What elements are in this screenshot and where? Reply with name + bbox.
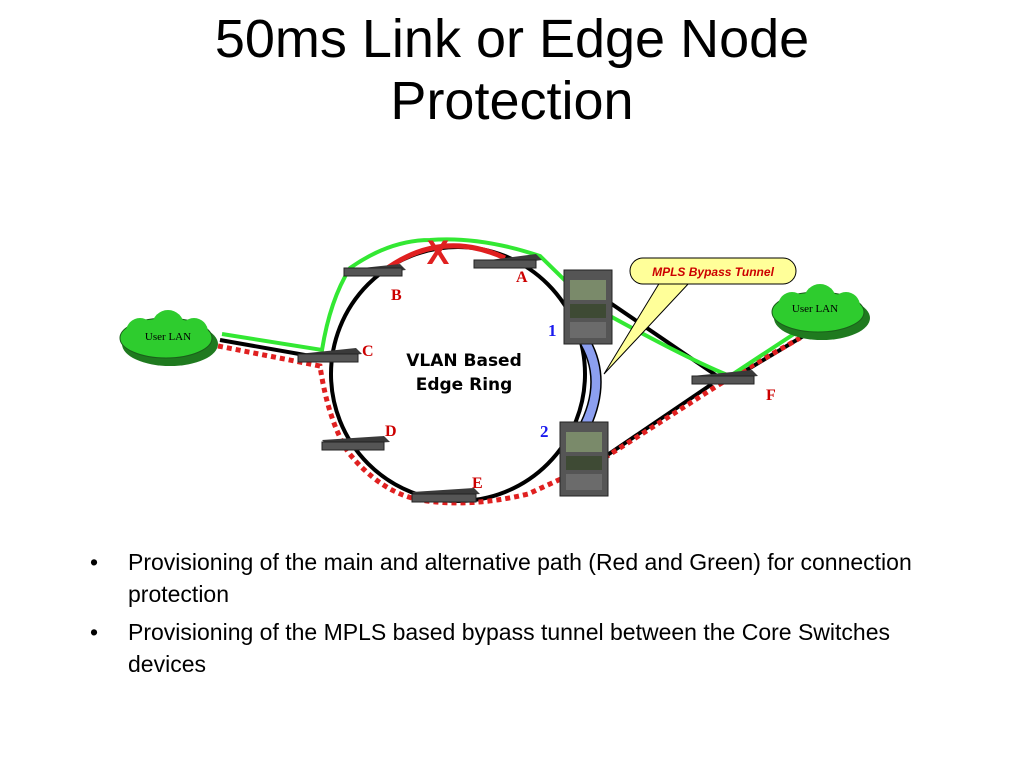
callout-text: MPLS Bypass Tunnel <box>652 265 774 279</box>
bullet-text-2: Provisioning of the MPLS based bypass tu… <box>128 619 890 677</box>
user-lan-cloud-left: User LAN <box>119 310 218 366</box>
user-lan-right-label: User LAN <box>792 303 838 315</box>
bullet-dot: • <box>90 549 99 575</box>
core-label-1: 1 <box>548 321 557 340</box>
core-switch-2 <box>559 421 609 497</box>
switch-b <box>343 264 406 277</box>
callout-box <box>629 257 797 285</box>
slide-title-line-2: Protection <box>390 71 634 131</box>
bullet-text-1: Provisioning of the main and alternative… <box>128 549 912 607</box>
node-label-d: D <box>385 423 397 440</box>
user-lan-left-label: User LAN <box>145 331 191 343</box>
red-main-path-top <box>380 243 507 274</box>
node-label-c: C <box>362 343 374 360</box>
core-switch-1 <box>563 269 613 345</box>
bullet-item: • Provisioning of the MPLS based bypass … <box>90 616 950 680</box>
core-label-2: 2 <box>540 422 549 441</box>
switch-d <box>321 436 390 451</box>
slide-title-line-1: 50ms Link or Edge Node <box>214 9 810 69</box>
link-core2-f <box>598 382 714 462</box>
callout-pointer <box>603 281 692 375</box>
switch-e <box>411 488 480 503</box>
user-lan-cloud-right: User LAN <box>771 284 870 340</box>
ring-label-line-1: VLAN Based <box>406 351 522 371</box>
bullet-list: • Provisioning of the main and alternati… <box>90 546 950 686</box>
edge-ring <box>329 245 587 503</box>
link-failure-mark: X <box>427 234 450 272</box>
bullet-dot: • <box>90 619 99 645</box>
red-dotted-path <box>217 335 802 506</box>
green-alternative-path <box>221 237 802 379</box>
node-label-e: E <box>472 475 483 492</box>
ring-label-line-2: Edge Ring <box>416 375 513 395</box>
slide-title: 50ms Link or Edge Node Protection <box>0 8 1024 132</box>
bullet-item: • Provisioning of the main and alternati… <box>90 546 950 610</box>
node-label-f: F <box>766 387 776 404</box>
switch-c <box>297 348 362 363</box>
node-label-a: A <box>516 269 528 286</box>
switch-f <box>691 370 758 385</box>
node-label-b: B <box>391 287 402 304</box>
switch-a <box>473 254 542 269</box>
